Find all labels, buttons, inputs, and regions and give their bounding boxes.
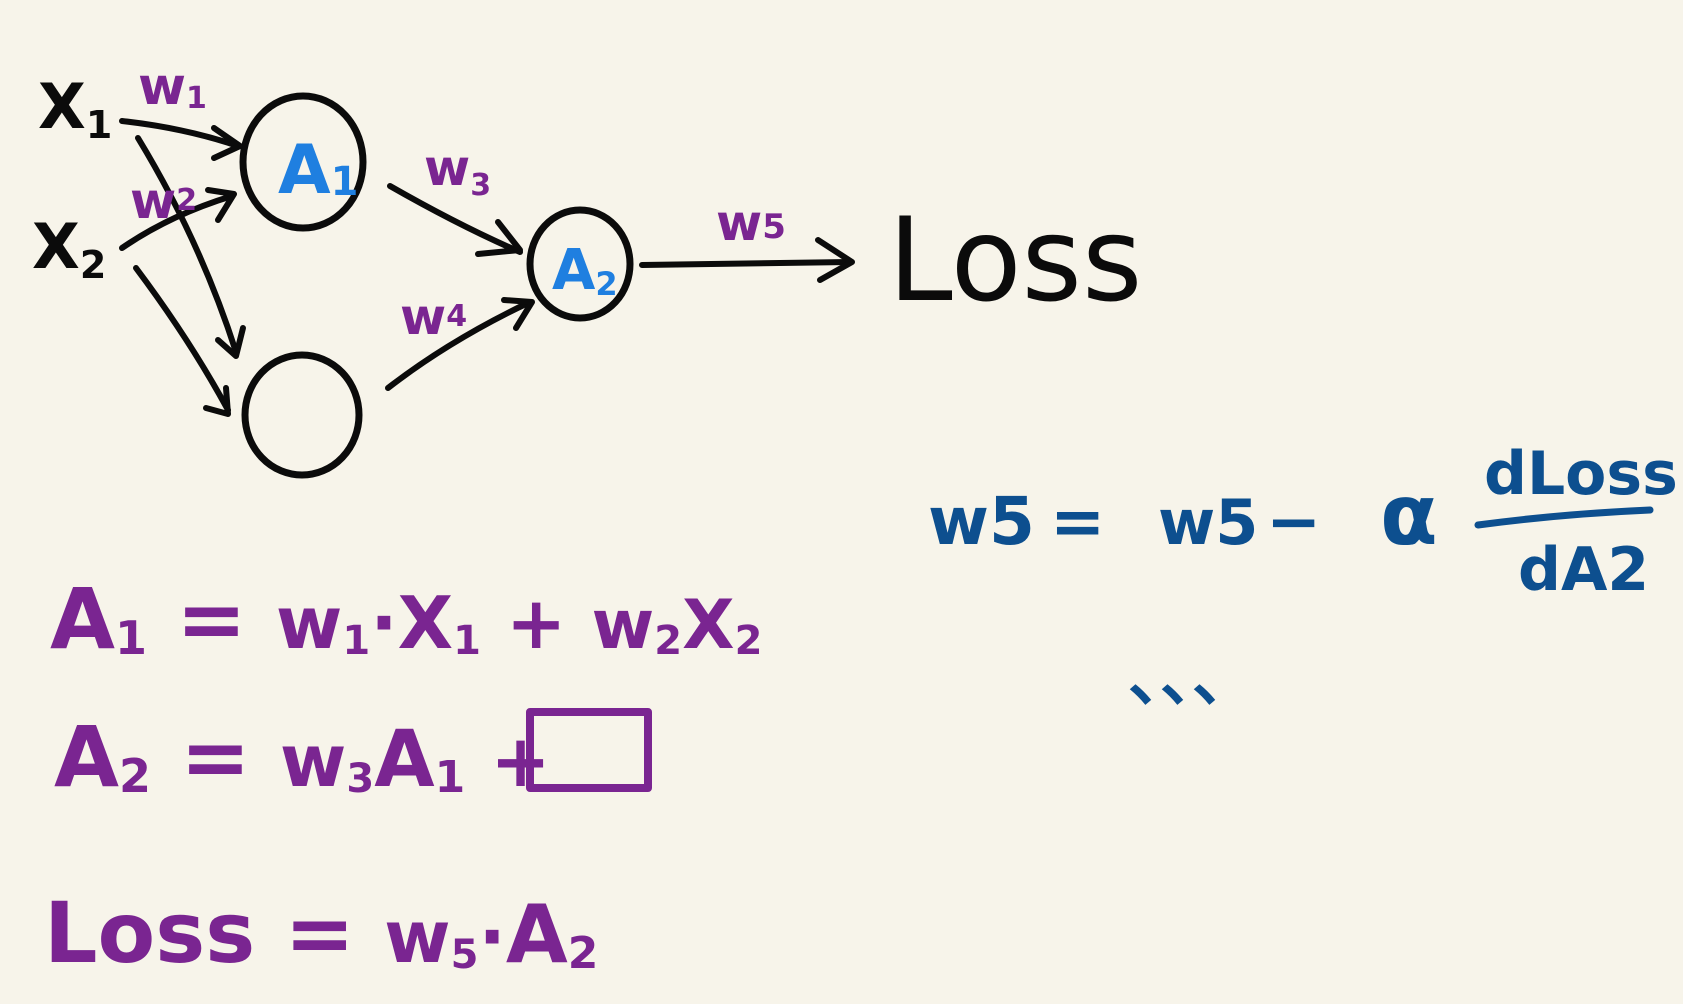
edge-a1-a2	[387, 183, 523, 255]
arrowhead-x2-a1	[205, 187, 237, 223]
edges	[119, 118, 855, 417]
update-rule-w-term: w5	[1158, 486, 1258, 559]
edge-hidden2-a2	[385, 299, 533, 391]
input-x2-label: X2	[32, 210, 106, 287]
arrowhead-a2-loss	[815, 237, 855, 283]
weight-labels: w1 w2 w3 w4 w5	[130, 57, 786, 346]
arrowhead-a1-a2	[475, 219, 523, 257]
arrowhead-x1-a1	[211, 125, 243, 161]
weight-w5-label: w5	[716, 194, 786, 252]
loss-label: Loss	[888, 193, 1142, 328]
hidden-node-empty	[241, 351, 363, 479]
hidden-node-a1	[239, 92, 367, 232]
forward-equations: A1 = w1·X1 + w2X2 A2 = w3A1 + Loss = w5·…	[44, 570, 762, 982]
update-rule: w5 = w5 − α dLoss dA2	[928, 439, 1678, 605]
update-rule-lhs: w5	[928, 483, 1035, 560]
edge-x1-a1	[119, 118, 241, 149]
weight-w2-label: w2	[130, 172, 197, 230]
network-diagram: X1 X2 A1 A2	[32, 57, 1142, 479]
update-rule-equals: =	[1050, 483, 1105, 560]
hidden-node-a1-label: A1	[278, 131, 358, 210]
edge-x2-a1	[119, 193, 235, 251]
edge-x2-hidden2	[133, 265, 231, 413]
blank-answer-box	[526, 708, 652, 792]
weight-w1-label: w1	[138, 57, 207, 117]
output-node-a2-label: A2	[552, 238, 618, 303]
arrowhead-hidden2-a2	[501, 297, 535, 331]
update-rule-denominator: dA2	[1518, 535, 1649, 605]
input-x1-label: X1	[38, 70, 112, 147]
equation-loss: Loss = w5·A2	[44, 884, 598, 982]
ellipsis-marks: 、、、	[1128, 642, 1256, 716]
equation-a2: A2 = w3A1 +	[54, 708, 551, 806]
output-node-a2	[526, 206, 634, 322]
update-rule-alpha: α	[1380, 466, 1438, 564]
edge-a2-loss	[639, 259, 853, 268]
arrowhead-x2-hidden2	[203, 385, 231, 417]
arrowhead-x1-hidden2	[215, 325, 246, 359]
equation-a1: A1 = w1·X1 + w2X2	[50, 570, 762, 668]
update-rule-fraction-bar	[1474, 506, 1654, 529]
update-rule-numerator: dLoss	[1484, 439, 1678, 509]
edge-x1-hidden2	[135, 135, 239, 355]
weight-w4-label: w4	[400, 288, 467, 346]
update-rule-minus: −	[1266, 483, 1321, 560]
weight-w3-label: w3	[424, 139, 491, 203]
